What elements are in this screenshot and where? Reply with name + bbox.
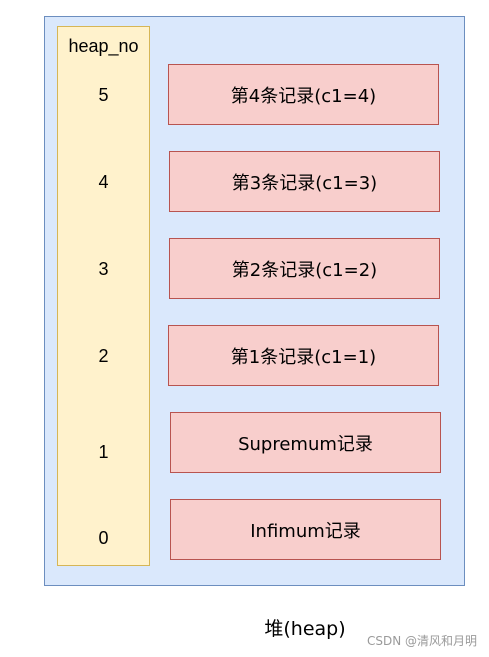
record-1: 第1条记录(c1=1)	[168, 325, 439, 386]
heap-no-4: 4	[98, 172, 109, 192]
heap-no-column	[57, 26, 150, 566]
heap-no-header: heap_no	[68, 36, 139, 56]
infimum-record: Infimum记录	[170, 499, 441, 560]
heap-no-2: 2	[98, 346, 109, 366]
heap-no-3: 3	[98, 259, 109, 279]
record-4: 第4条记录(c1=4)	[168, 64, 439, 125]
record-2: 第2条记录(c1=2)	[169, 238, 440, 299]
record-3: 第3条记录(c1=3)	[169, 151, 440, 212]
csdn-watermark: CSDN @清风和月明	[366, 634, 477, 648]
supremum-record: Supremum记录	[170, 412, 441, 473]
heap-caption: 堆(heap)	[264, 618, 346, 640]
heap-no-1: 1	[98, 442, 109, 462]
heap-no-5: 5	[98, 85, 109, 105]
heap-no-0: 0	[98, 528, 109, 548]
